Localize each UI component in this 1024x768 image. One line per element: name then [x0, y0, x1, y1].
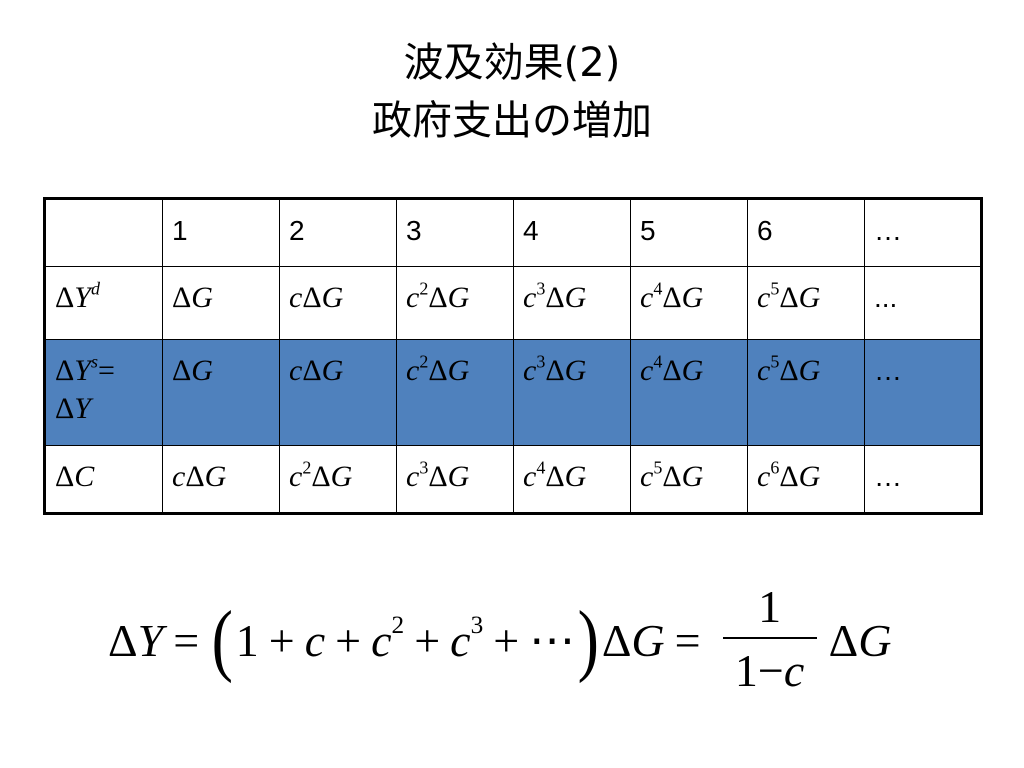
ellipsis-cell: ... [864, 266, 982, 340]
right-paren: ) [577, 596, 600, 684]
slide-title: 波及効果(2) 政府支出の増加 [0, 34, 1024, 150]
left-paren: ( [211, 596, 234, 684]
fraction-denominator: 1−c [734, 645, 805, 696]
series-term-1: 1 [235, 614, 259, 666]
table-cell: cΔG [279, 339, 397, 446]
title-line-1: 波及効果(2) [403, 40, 621, 86]
table-cell: cΔG [162, 445, 280, 514]
corner-cell [44, 198, 163, 267]
column-header: 3 [396, 198, 514, 267]
row-header-delta-yd: ΔYd [44, 266, 163, 340]
ripple-effect-table: 1 2 3 4 5 6 … ΔYd ΔG cΔG c2ΔG c3ΔG c4ΔG … [43, 197, 983, 515]
plus-sign: + [335, 614, 362, 666]
table-cell: c5ΔG [630, 445, 748, 514]
ellipsis-cell: … [864, 339, 982, 446]
series-term-c: c [304, 614, 326, 666]
equals-sign: = [674, 614, 701, 666]
multiplier-formula: ΔY = ( 1 + c + c2 + c3 + ⋯ ) ΔG = 1 1−c … [108, 575, 891, 705]
table-cell: c4ΔG [630, 339, 748, 446]
column-header: 6 [747, 198, 865, 267]
fraction-numerator: 1 [758, 581, 782, 632]
table-cell: c4ΔG [630, 266, 748, 340]
plus-sign: + [414, 614, 441, 666]
column-header: … [864, 198, 982, 267]
plus-sign: + [268, 614, 295, 666]
table-cell: c2ΔG [396, 339, 514, 446]
table-cell: ΔG [162, 339, 280, 446]
table-cell: c3ΔG [513, 266, 631, 340]
table-cell: c4ΔG [513, 445, 631, 514]
table-cell: c6ΔG [747, 445, 865, 514]
column-header: 5 [630, 198, 748, 267]
delta-g: ΔG [601, 614, 665, 666]
table-cell: c3ΔG [513, 339, 631, 446]
table-cell: c2ΔG [279, 445, 397, 514]
table-row-consumption: ΔC cΔG c2ΔG c3ΔG c4ΔG c5ΔG c6ΔG … [44, 445, 982, 514]
table-cell: c5ΔG [747, 266, 865, 340]
row-header-delta-c: ΔC [44, 445, 163, 514]
fraction-bar [722, 637, 817, 639]
table-cell: c5ΔG [747, 339, 865, 446]
table-row-demand: ΔYd ΔG cΔG c2ΔG c3ΔG c4ΔG c5ΔG ... [44, 266, 982, 340]
equals-sign: = [173, 614, 200, 666]
series-term-c3: c3 [450, 610, 484, 666]
title-line-2: 政府支出の増加 [372, 98, 652, 144]
table-cell: c3ΔG [396, 445, 514, 514]
multiplier-fraction: 1 1−c [722, 581, 817, 699]
series-ellipsis: ⋯ [529, 615, 576, 666]
table-cell: c2ΔG [396, 266, 514, 340]
table-cell: ΔG [162, 266, 280, 340]
ellipsis-cell: … [864, 445, 982, 514]
column-header: 2 [279, 198, 397, 267]
plus-sign: + [493, 614, 520, 666]
column-header: 4 [513, 198, 631, 267]
series-term-c2: c2 [371, 610, 405, 666]
table-row-supply-highlighted: ΔYs=ΔY ΔG cΔG c2ΔG c3ΔG c4ΔG c5ΔG … [44, 339, 982, 446]
table-header-row: 1 2 3 4 5 6 … [44, 198, 982, 267]
formula-lhs: ΔY [108, 614, 164, 666]
table-cell: cΔG [279, 266, 397, 340]
column-header: 1 [162, 198, 280, 267]
delta-g: ΔG [828, 614, 892, 666]
row-header-delta-ys-equals-delta-y: ΔYs=ΔY [44, 339, 163, 446]
